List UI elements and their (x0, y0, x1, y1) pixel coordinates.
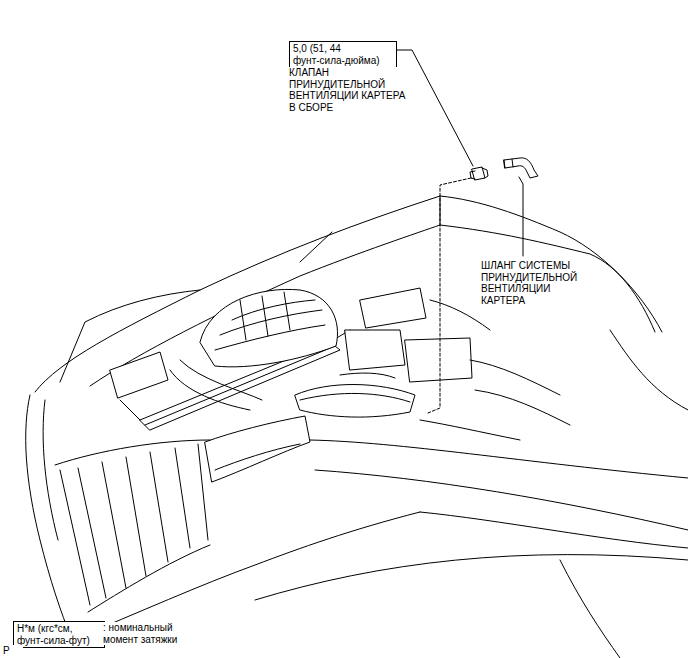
drawing-line (215, 444, 300, 470)
drawing-line (200, 289, 338, 366)
legend-text: : номинальный момент затяжки (103, 622, 199, 645)
drawing-line (315, 470, 688, 530)
drawing-line (482, 168, 488, 178)
drawing-line (126, 457, 146, 576)
part-name: ШЛАНГ СИСТЕМЫ ПРИНУДИТЕЛЬНОЙ ВЕНТИЛЯЦИИ … (481, 260, 585, 306)
raised-hood (35, 196, 688, 410)
drawing-line (340, 373, 395, 378)
drawing-line (26, 395, 72, 640)
drawing-line (512, 159, 513, 167)
drawing-line (295, 384, 415, 417)
part-name: КЛАПАН ПРИНУДИТЕЛЬНОЙ ВЕНТИЛЯЦИИ КАРТЕРА… (289, 67, 414, 113)
word: 44 (330, 43, 341, 54)
drawing-line (519, 177, 523, 256)
torque-value: Н*м (кгс*см, фунт-сила-фут) (17, 623, 101, 646)
torque-value: 5,0 (51, 44 фунт-сила-дюйма) (293, 43, 393, 66)
word: фунт-сила-дюйма) (293, 55, 380, 66)
drawing-line (215, 325, 325, 350)
drawing-line (150, 452, 168, 562)
drawing-line (220, 310, 322, 335)
drawing-line (110, 352, 168, 398)
drawing-line (470, 360, 560, 395)
drawing-line (300, 232, 332, 262)
drawing-line (504, 160, 505, 168)
drawing-line (88, 545, 210, 612)
torque-legend-box: Н*м (кгс*см, фунт-сила-фут) (13, 621, 105, 648)
drawing-line (175, 448, 190, 548)
engine-components (110, 288, 570, 440)
drawing-line (345, 330, 405, 370)
vehicle-body (26, 395, 688, 658)
drawing-line (55, 440, 210, 465)
drawing-line (405, 338, 472, 382)
drawing-line (205, 416, 310, 482)
drawing-line (72, 512, 420, 640)
drawing-line (420, 420, 520, 440)
drawing-line (428, 178, 471, 413)
pcv-hose (504, 158, 538, 178)
drawing-line (610, 330, 688, 410)
drawing-line (78, 468, 106, 598)
drawing-line (504, 158, 538, 178)
word: (51, (310, 43, 327, 54)
word: (кгс*см, (38, 623, 73, 634)
drawing-line (240, 292, 290, 340)
drawing-line (310, 440, 688, 478)
drawing-line (198, 444, 208, 540)
drawing-line (360, 288, 426, 328)
word: Н*м (17, 623, 35, 634)
drawing-line (170, 370, 250, 410)
torque-spec-box: 5,0 (51, 44 фунт-сила-дюйма) (289, 41, 397, 68)
figure-code: P (3, 645, 23, 657)
pcv-valve (470, 167, 488, 180)
word: 5,0 (293, 43, 307, 54)
drawing-line (475, 390, 570, 425)
drawing-line (232, 300, 315, 320)
drawing-line (35, 196, 662, 392)
drawing-line (255, 555, 688, 600)
drawing-line (60, 470, 90, 605)
drawing-line (420, 512, 688, 548)
drawing-line (90, 225, 655, 386)
drawing-line (102, 462, 126, 588)
word: фунт-сила-фут) (17, 635, 90, 646)
drawing-line (43, 400, 58, 540)
drawing-line (560, 560, 620, 658)
drawing-line (180, 360, 262, 400)
drawing-line (300, 393, 410, 402)
